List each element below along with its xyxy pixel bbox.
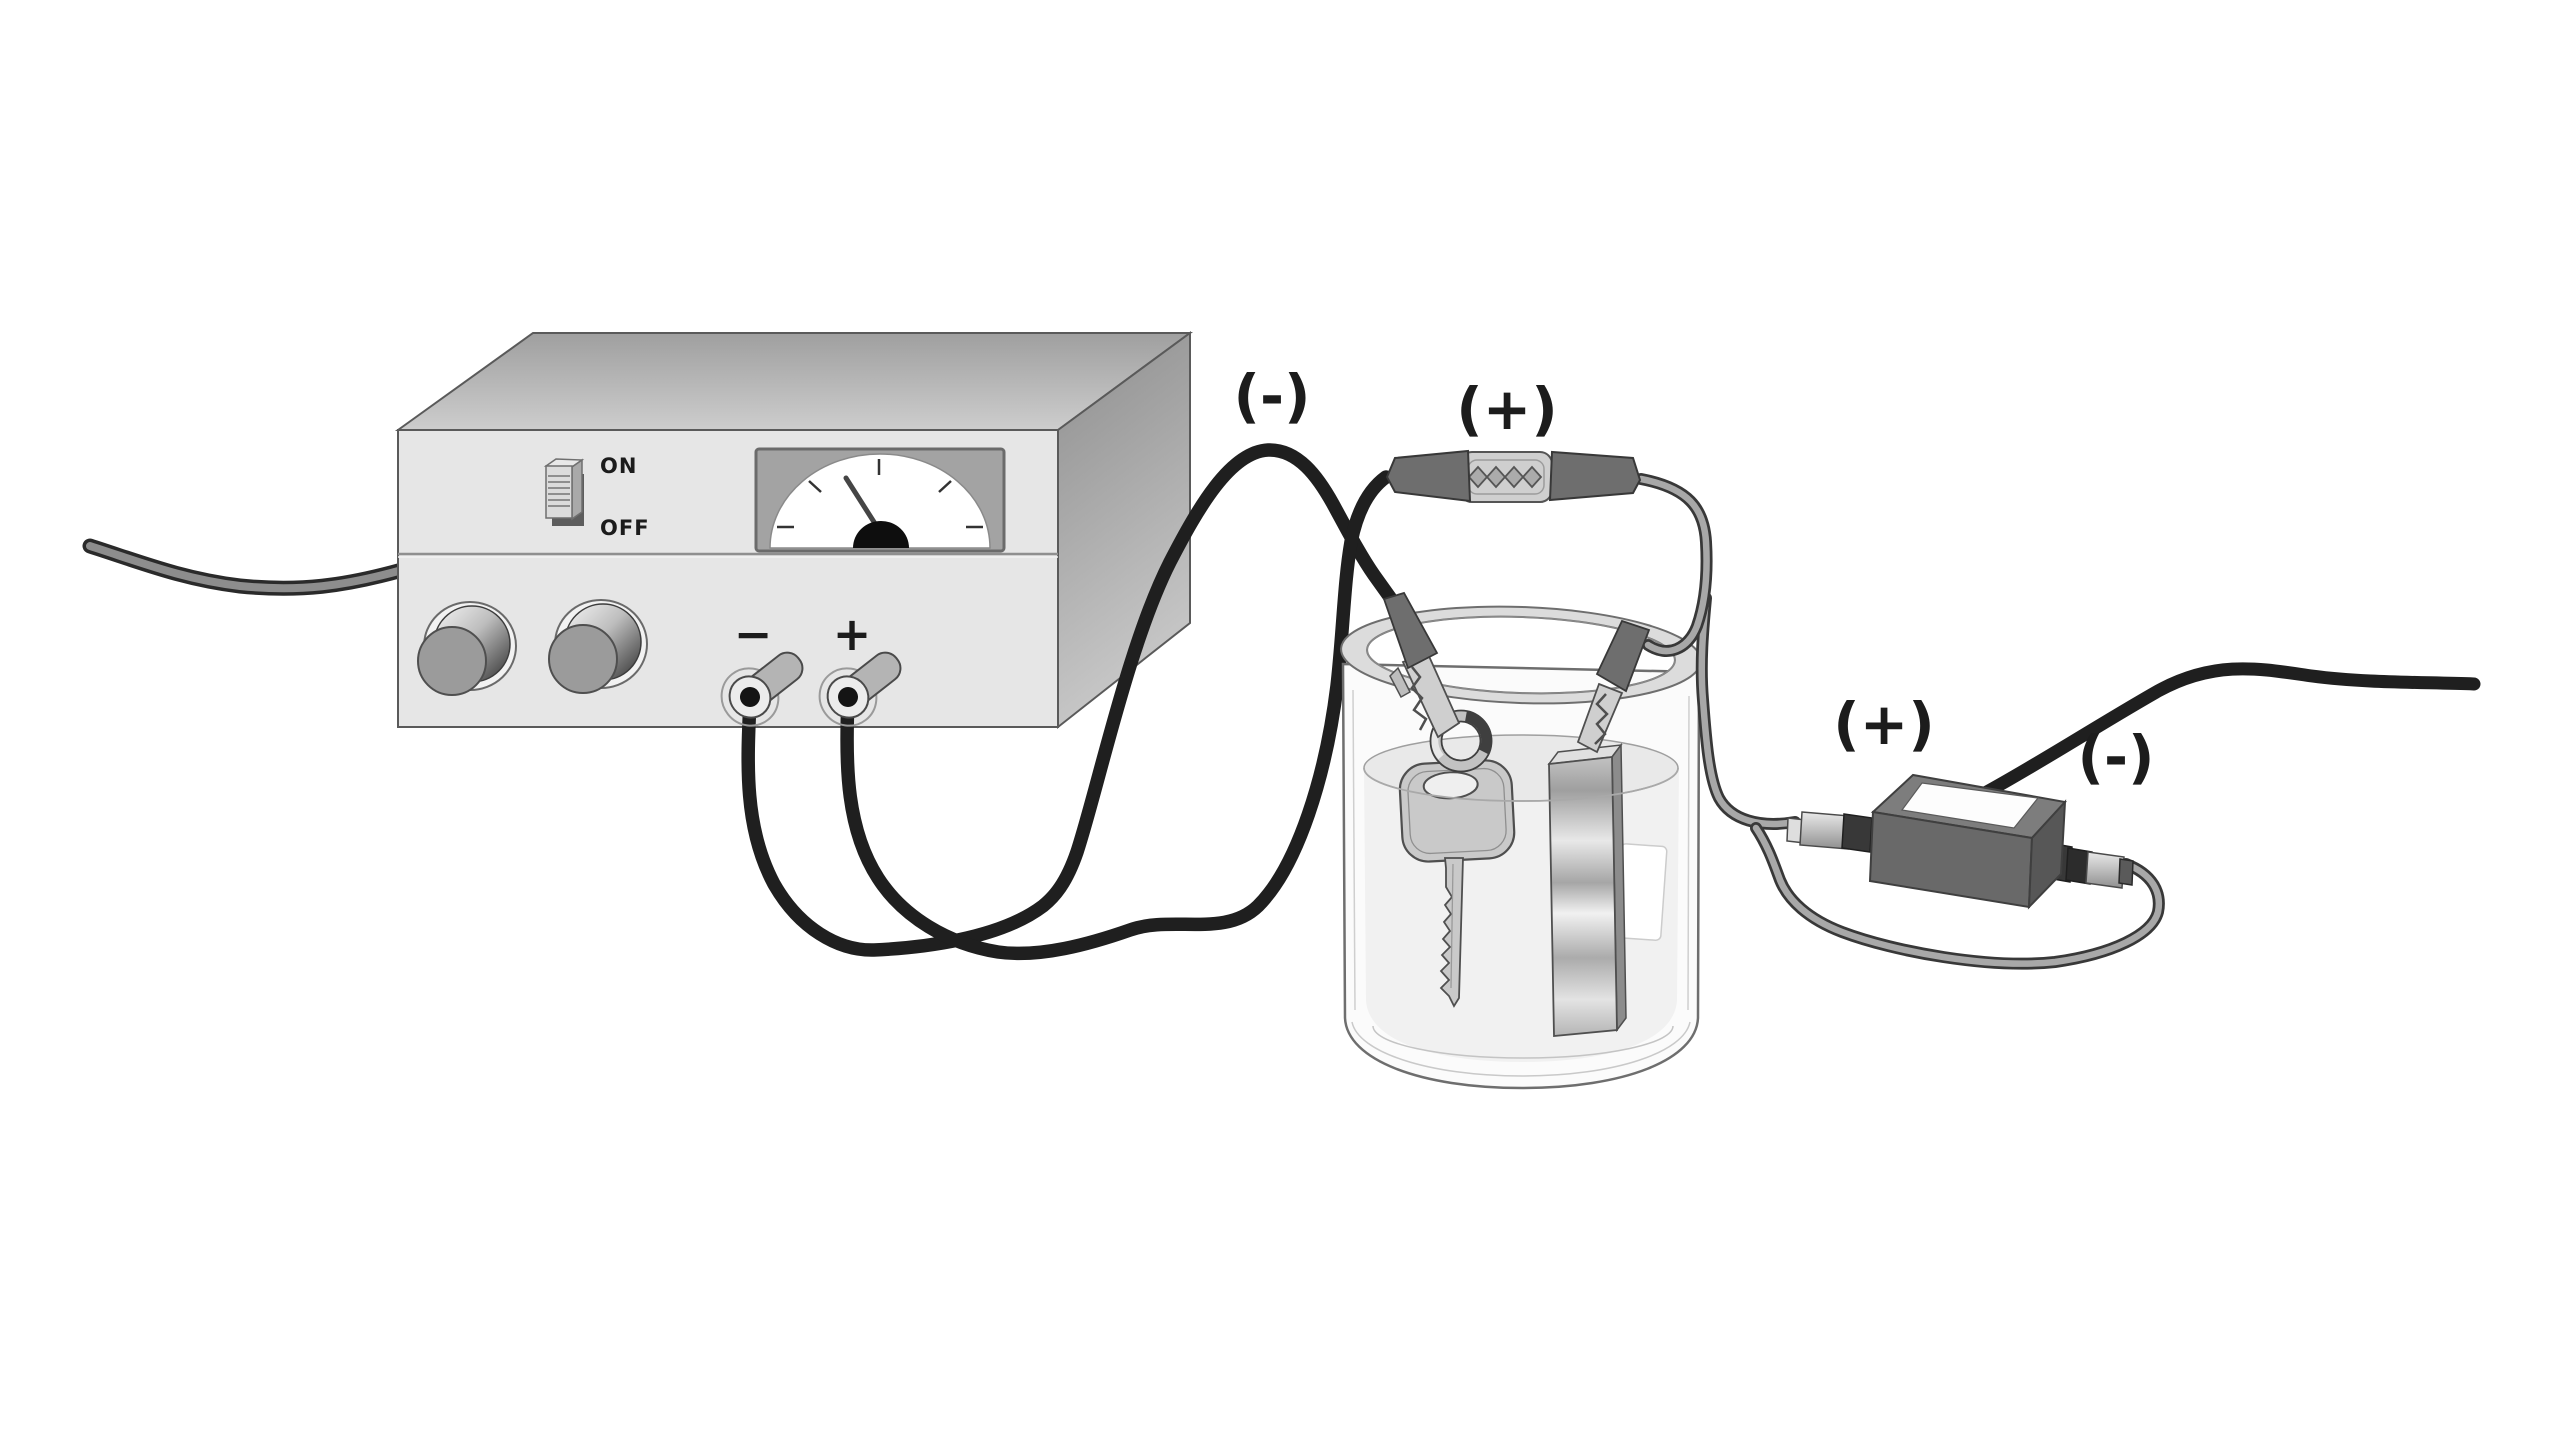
negative-terminal-wire [741,443,1401,957]
key-clip-boot [1382,591,1439,670]
terminal-positive-label: + [833,607,872,661]
meter-ticks [777,459,983,529]
negative-terminal [720,651,804,727]
converter-input-wire [1695,592,1801,830]
converter-output-wire [1750,822,2165,970]
key-ring [1429,709,1493,773]
converter-side-face [2027,799,2067,910]
key [1398,759,1516,1008]
switch-off-label: OFF [600,516,650,540]
knob-left [417,601,517,696]
label-converter-positive: (+) [1833,690,1935,758]
power-cord [82,538,410,596]
supply-top-face [394,332,1194,431]
switch-on-label: ON [600,454,637,478]
converter-box [1786,773,2134,910]
analog-meter [754,447,1006,553]
splice-right-boot [1548,450,1642,502]
converter-label [1900,782,2040,829]
strip-clip-boot [1595,619,1651,693]
meter-pivot [853,521,909,548]
strip-clip [1576,619,1651,754]
positive-terminal [818,651,902,727]
label-positive-splice: (+) [1456,375,1558,443]
converter-cord [1978,662,2481,800]
key-clip [1382,591,1461,739]
splice-connector [1385,449,1642,503]
knob-right [548,599,648,694]
power-supply [394,331,1194,730]
power-switch [543,458,585,526]
label-negative-wire: (-) [1233,362,1310,430]
label-converter-negative: (-) [2077,723,2154,791]
metal-strip-electrode [1547,742,1627,1037]
terminal-negative-label: − [734,607,773,661]
positive-terminal-wire [840,470,1393,961]
splice-to-strip-wire [1635,473,1713,657]
splice-left-boot [1385,449,1472,503]
